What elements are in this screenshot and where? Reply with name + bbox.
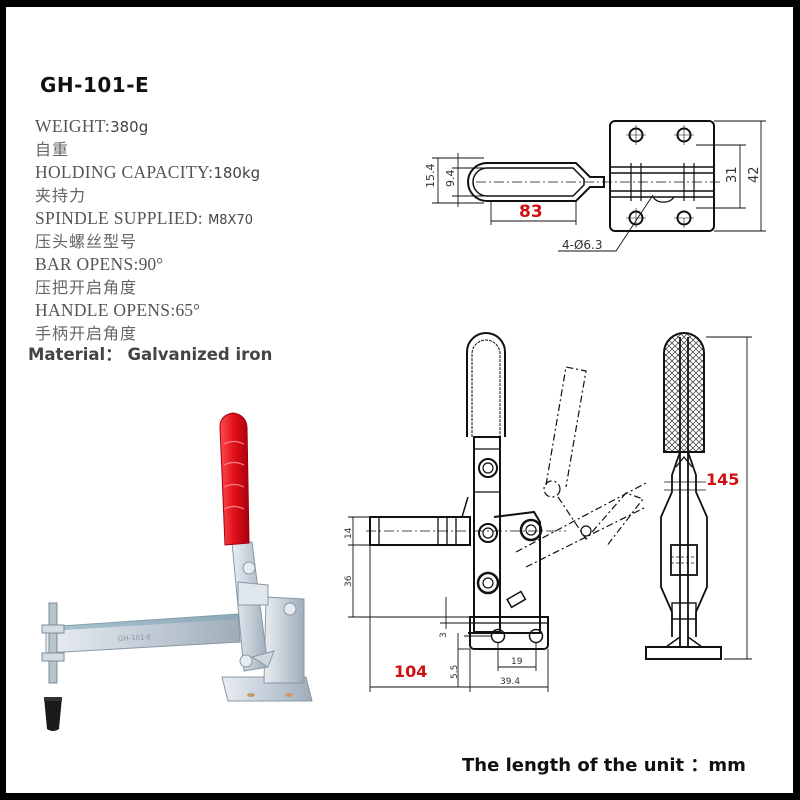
dim-base-thickness: 3 — [439, 632, 449, 638]
dim-hole-offset: 5.5 — [450, 665, 460, 679]
dim-bar-height: 14 — [344, 527, 354, 539]
product-photo: GH-101-E — [41, 412, 313, 731]
spec-label: BAR OPENS: — [35, 254, 139, 274]
spec-weight: WEIGHT:380g — [35, 115, 260, 138]
spec-label-cn: 夹持力 — [35, 186, 87, 205]
spec-bar-opens: BAR OPENS:90° — [35, 253, 260, 276]
technical-drawings: 15.4 9.4 83 31 42 4-Ø6.3 — [41, 120, 766, 731]
svg-text:GH-101-E: GH-101-E — [118, 633, 152, 643]
dim-handle-width-outer: 15.4 — [424, 164, 437, 189]
spec-label: HANDLE OPENS: — [35, 300, 176, 320]
dim-hole-spacing-side: 19 — [511, 657, 523, 667]
material-label: Material： — [28, 345, 122, 364]
spec-value: 380g — [110, 118, 149, 136]
spec-value: 65° — [175, 300, 201, 320]
side-view-drawing — [348, 332, 647, 692]
spec-holding-capacity: HOLDING CAPACITY:180kg — [35, 161, 260, 184]
dim-mounting-holes: 4-Ø6.3 — [562, 238, 603, 252]
spec-spindle: SPINDLE SUPPLIED: M8X70 — [35, 207, 260, 230]
spec-value: M8X70 — [208, 213, 253, 228]
spec-label: SPINDLE SUPPLIED: — [35, 208, 203, 228]
dim-base-width: 39.4 — [500, 677, 520, 687]
spec-label-cn: 压把开启角度 — [35, 278, 138, 297]
spec-value: 180kg — [213, 164, 261, 182]
dim-reach: 104 — [394, 662, 427, 681]
spec-handle-opens: HANDLE OPENS:65° — [35, 299, 260, 322]
spec-list: WEIGHT:380g 自重 HOLDING CAPACITY:180kg 夹持… — [35, 115, 260, 345]
spec-label-cn: 自重 — [35, 140, 70, 159]
dim-bar-to-base: 36 — [344, 575, 354, 587]
unit-note: The length of the unit ：mm — [462, 755, 746, 776]
material-value: Galvanized iron — [127, 345, 273, 364]
dim-handle-length: 83 — [519, 202, 543, 222]
spec-label-cn: 手柄开启角度 — [35, 324, 138, 343]
spec-label: WEIGHT: — [35, 116, 111, 136]
dim-total-height: 145 — [706, 470, 739, 489]
front-view-drawing — [645, 332, 752, 660]
model-title: GH-101-E — [40, 73, 150, 97]
spec-value: 90° — [138, 254, 164, 274]
spec-label: HOLDING CAPACITY: — [35, 162, 214, 182]
dim-handle-width-inner: 9.4 — [444, 170, 457, 188]
top-view-drawing — [432, 120, 766, 252]
dim-hole-spacing: 31 — [725, 166, 740, 183]
dim-base-height: 42 — [747, 166, 762, 183]
material-line: Material： Galvanized iron — [28, 341, 272, 365]
product-sheet: GH-101-E WEIGHT:380g 自重 HOLDING CAPACITY… — [6, 7, 793, 793]
spec-label-cn: 压头螺丝型号 — [35, 232, 138, 251]
